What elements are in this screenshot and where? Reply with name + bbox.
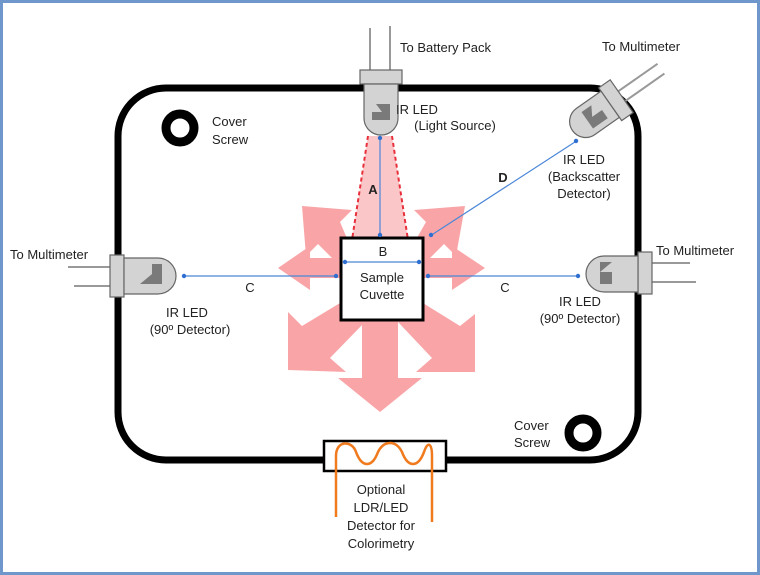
label-left-detector-line1: IR LED bbox=[166, 305, 208, 320]
label-ldr-line1: Optional bbox=[357, 482, 406, 497]
ir-led-right-detector-icon bbox=[585, 251, 696, 295]
label-backscatter-line2: (Backscatter bbox=[548, 169, 621, 184]
ir-led-light-source-icon bbox=[359, 26, 403, 136]
arrowhead bbox=[377, 232, 383, 238]
scatter-arrow-left bbox=[278, 246, 342, 290]
arrowhead bbox=[416, 259, 422, 265]
ir-led-left-detector-icon bbox=[68, 254, 177, 298]
arrowhead bbox=[333, 273, 339, 279]
label-cover-screw-br-line1: Cover bbox=[514, 418, 549, 433]
label-distance-c-right: C bbox=[500, 280, 509, 295]
label-to-battery-pack: To Battery Pack bbox=[400, 40, 492, 55]
label-right-detector-line1: IR LED bbox=[559, 294, 601, 309]
arrowhead bbox=[425, 273, 431, 279]
arrowhead bbox=[342, 259, 348, 265]
distance-line-d bbox=[429, 139, 579, 237]
ldr-wire-icon bbox=[334, 441, 434, 522]
label-ldr-line2: LDR/LED bbox=[354, 500, 409, 515]
arrowhead bbox=[428, 232, 434, 238]
label-backscatter-line3: Detector) bbox=[557, 186, 610, 201]
label-to-multimeter-top: To Multimeter bbox=[602, 39, 681, 54]
label-to-multimeter-right: To Multimeter bbox=[656, 243, 735, 258]
label-cuvette-line2: Cuvette bbox=[360, 287, 405, 302]
cover-screw-bottom-right-icon bbox=[564, 414, 602, 452]
beam-edge-right bbox=[391, 135, 409, 241]
arrowhead bbox=[377, 135, 383, 141]
scatter-arrow-down bbox=[338, 320, 422, 412]
cover-screw-top-left-icon bbox=[161, 109, 199, 147]
arrowhead bbox=[575, 273, 581, 279]
label-right-detector-line2: (90º Detector) bbox=[540, 311, 621, 326]
arrowhead bbox=[573, 138, 579, 144]
label-source-line1: IR LED bbox=[396, 102, 438, 117]
label-cover-screw-tl-line1: Cover bbox=[212, 114, 247, 129]
label-distance-b: B bbox=[379, 244, 388, 259]
label-left-detector-line2: (90º Detector) bbox=[150, 322, 231, 337]
label-cover-screw-br-line2: Screw bbox=[514, 435, 551, 450]
label-backscatter-line1: IR LED bbox=[563, 152, 605, 167]
label-distance-c-left: C bbox=[245, 280, 254, 295]
beam-edge-left bbox=[351, 135, 369, 241]
label-ldr-line3: Detector for bbox=[347, 518, 416, 533]
label-source-line2: (Light Source) bbox=[414, 118, 496, 133]
scatter-arrow-right bbox=[420, 246, 485, 290]
label-cover-screw-tl-line2: Screw bbox=[212, 132, 249, 147]
label-distance-a: A bbox=[368, 182, 378, 197]
sample-cuvette bbox=[339, 236, 425, 322]
label-distance-d: D bbox=[498, 170, 507, 185]
ir-led-backscatter-icon bbox=[569, 62, 665, 139]
label-ldr-line4: Colorimetry bbox=[348, 536, 415, 551]
arrowhead bbox=[181, 273, 187, 279]
label-to-multimeter-left: To Multimeter bbox=[10, 247, 89, 262]
label-cuvette-line1: Sample bbox=[360, 270, 404, 285]
